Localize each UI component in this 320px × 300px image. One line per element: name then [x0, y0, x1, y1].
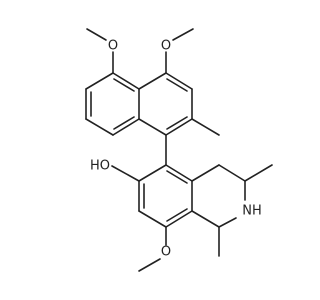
- atom-labels: O O HO NH O: [90, 39, 262, 260]
- bond: [191, 118, 220, 136]
- bond: [166, 208, 188, 222]
- bond: [165, 72, 193, 90]
- bond: [112, 118, 140, 136]
- bond: [112, 72, 140, 90]
- bond: [172, 28, 194, 41]
- bond: [244, 164, 273, 182]
- bond: [218, 164, 246, 182]
- bond: [166, 78, 188, 92]
- tetrahydroisoquinoline-fragment: [111, 164, 273, 272]
- bond: [111, 165, 140, 182]
- oxygen-label: O: [161, 39, 171, 54]
- bond: [218, 217, 237, 228]
- oxygen-label: O: [161, 245, 171, 260]
- hydroxyl-label: HO: [90, 159, 110, 174]
- bond: [113, 78, 135, 92]
- bond: [113, 116, 135, 130]
- bond: [85, 72, 114, 90]
- bond: [166, 170, 188, 184]
- chemical-structure-diagram: O O HO NH O: [85, 28, 273, 272]
- bond: [191, 164, 220, 182]
- naphthalene-methoxy-methyl-fragment: [85, 28, 220, 136]
- bond: [191, 210, 220, 228]
- bond: [166, 116, 188, 130]
- bond: [138, 210, 167, 228]
- bond: [85, 118, 114, 136]
- bond: [86, 28, 107, 41]
- bond: [165, 164, 193, 182]
- amine-label: NH: [242, 204, 262, 219]
- bond: [138, 118, 167, 136]
- bond: [138, 72, 167, 90]
- oxygen-label: O: [108, 39, 118, 54]
- bond: [138, 164, 167, 182]
- bond: [138, 258, 161, 272]
- bond: [165, 210, 193, 228]
- bond: [165, 118, 193, 136]
